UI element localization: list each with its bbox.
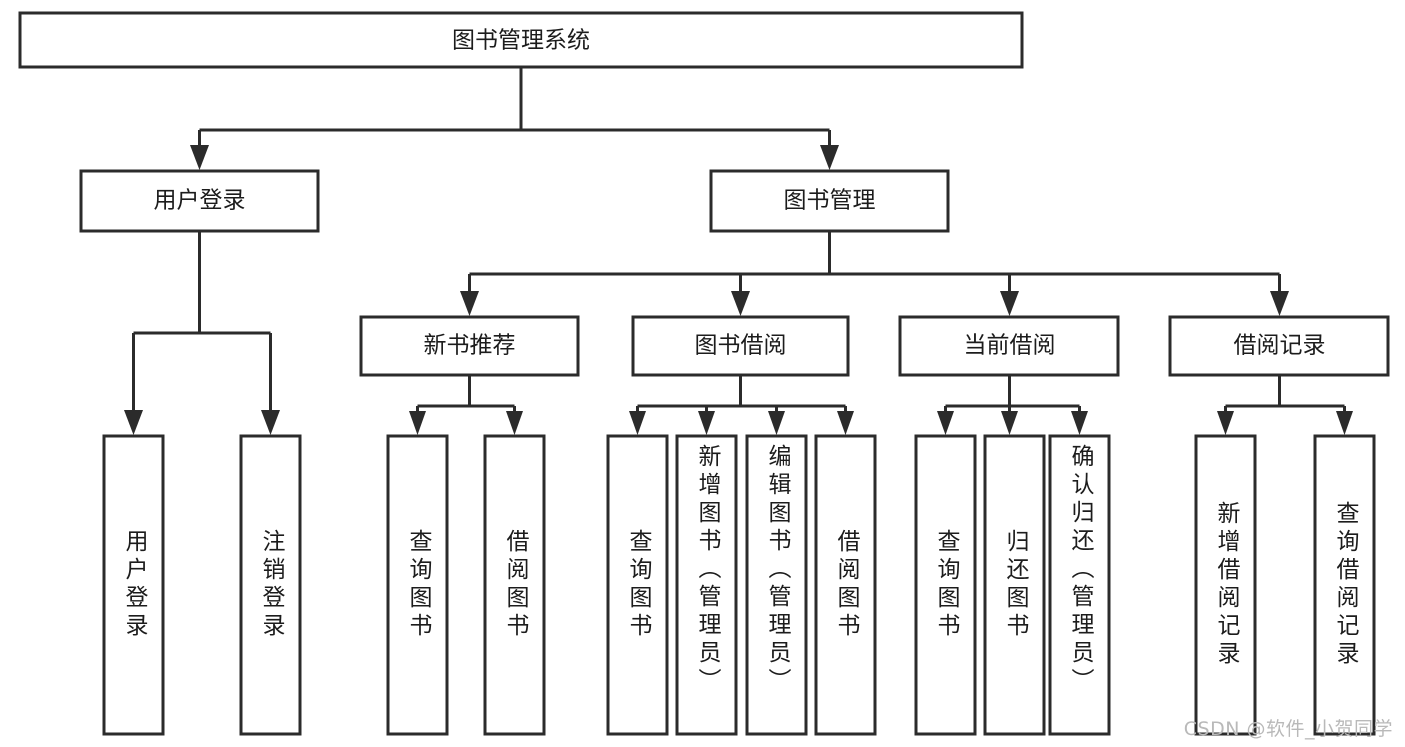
node-borrow-record-label: 借阅记录 <box>1234 333 1326 359</box>
node-user-login-box[interactable] <box>79 169 320 233</box>
leaf-box-edit-book[interactable] <box>745 434 808 736</box>
arrow-to-leaf-edit-book <box>768 411 785 435</box>
node-user-login[interactable]: 用户登录 <box>79 169 320 233</box>
arrow-to-user-login <box>190 145 209 170</box>
node-current-borrow[interactable]: 当前借阅 <box>898 315 1120 377</box>
leaf-box-return-book[interactable] <box>983 434 1046 736</box>
node-user-login-label: 用户登录 <box>154 188 246 214</box>
node-new-book-recommend-box[interactable] <box>359 315 580 377</box>
leaf-layer <box>102 434 1376 736</box>
arrow-to-leaf-logout <box>261 410 280 435</box>
leaf-box-confirm-return[interactable] <box>1048 434 1111 736</box>
node-root-label: 图书管理系统 <box>452 28 590 54</box>
arrow-to-leaf-add-book <box>698 411 715 435</box>
node-book-borrow[interactable]: 图书借阅 <box>631 315 850 377</box>
arrow-to-leaf-query-book-2 <box>629 411 646 435</box>
arrow-to-book-mgmt <box>820 145 839 170</box>
leaf-box-query-record[interactable] <box>1313 434 1376 736</box>
leaf-box-borrow-book-1[interactable] <box>483 434 546 736</box>
leaf-box-add-record[interactable] <box>1194 434 1257 736</box>
node-current-borrow-label: 当前借阅 <box>964 333 1056 359</box>
node-book-management-box[interactable] <box>709 169 950 233</box>
node-borrow-record-box[interactable] <box>1168 315 1390 377</box>
node-root-box[interactable] <box>18 11 1024 69</box>
arrow-to-borrow-record <box>1270 291 1289 316</box>
arrow-to-leaf-query-record <box>1336 411 1353 435</box>
leaf-box-borrow-book-2[interactable] <box>814 434 877 736</box>
node-book-management-label: 图书管理 <box>784 188 876 214</box>
arrow-to-leaf-add-record <box>1217 411 1234 435</box>
node-new-book-recommend[interactable]: 新书推荐 <box>359 315 580 377</box>
arrow-to-book-borrow <box>731 291 750 316</box>
leaf-box-logout[interactable] <box>239 434 302 736</box>
node-borrow-record[interactable]: 借阅记录 <box>1168 315 1390 377</box>
arrow-to-current-borrow <box>1000 291 1019 316</box>
leaf-box-user-login[interactable] <box>102 434 165 736</box>
arrow-to-leaf-query-book-1 <box>409 411 426 435</box>
node-book-management[interactable]: 图书管理 <box>709 169 950 233</box>
watermark-text: CSDN @软件_小贺同学 <box>1183 718 1393 740</box>
leaf-box-add-book[interactable] <box>675 434 738 736</box>
node-book-borrow-label: 图书借阅 <box>695 333 787 359</box>
arrow-to-leaf-confirm-return <box>1071 411 1088 435</box>
node-new-book-recommend-label: 新书推荐 <box>424 333 516 359</box>
leaf-box-query-book-3[interactable] <box>914 434 977 736</box>
leaf-box-query-book-2[interactable] <box>606 434 669 736</box>
arrow-to-leaf-user-login <box>124 410 143 435</box>
arrow-to-leaf-return-book <box>1001 411 1018 435</box>
node-root[interactable]: 图书管理系统 <box>18 11 1024 69</box>
connector-layer <box>124 67 1353 435</box>
arrow-to-leaf-borrow-book-1 <box>506 411 523 435</box>
arrow-to-leaf-query-book-3 <box>937 411 954 435</box>
leaf-box-query-book-1[interactable] <box>386 434 449 736</box>
arrow-to-leaf-borrow-book-2 <box>837 411 854 435</box>
node-current-borrow-box[interactable] <box>898 315 1120 377</box>
arrow-to-new-book-recommend <box>460 291 479 316</box>
node-book-borrow-box[interactable] <box>631 315 850 377</box>
